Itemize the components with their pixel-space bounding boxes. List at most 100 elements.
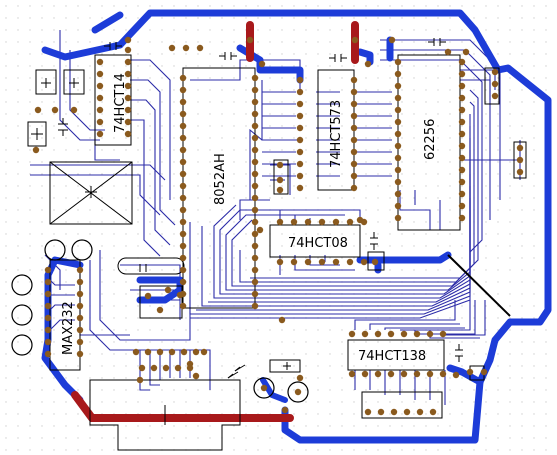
pad: [251, 302, 259, 310]
crystal-outline: [117, 257, 185, 275]
pad: [356, 216, 364, 224]
pad: [394, 166, 402, 174]
pad: [350, 136, 358, 144]
pad: [44, 314, 52, 322]
pad: [294, 388, 302, 396]
pad: [394, 190, 402, 198]
pad: [251, 278, 259, 286]
pad: [180, 348, 188, 356]
pad: [251, 74, 259, 82]
pad: [444, 48, 452, 56]
label-8052ah: 8052AH: [213, 153, 228, 205]
pad: [458, 214, 466, 222]
pad: [179, 302, 187, 310]
pad: [76, 326, 84, 334]
pad: [44, 266, 52, 274]
pad: [276, 186, 284, 194]
pad: [251, 98, 259, 106]
pad: [192, 372, 200, 380]
pad: [192, 348, 200, 356]
pad: [76, 314, 84, 322]
pad: [251, 254, 259, 262]
pad: [281, 406, 289, 414]
component-pads: [32, 36, 524, 416]
pad: [251, 242, 259, 250]
pad: [251, 230, 259, 238]
pad: [96, 58, 104, 66]
pad: [387, 370, 395, 378]
pad: [168, 44, 176, 52]
pad: [364, 60, 372, 68]
pad: [491, 68, 499, 76]
pad: [458, 154, 466, 162]
jumper-wire: [447, 254, 511, 317]
pad: [458, 166, 466, 174]
pad: [458, 142, 466, 150]
pad: [480, 368, 488, 376]
pad: [258, 60, 266, 68]
pad: [76, 266, 84, 274]
capacitor-c1: [35, 69, 57, 95]
electrolytic-cap-4: [11, 304, 33, 326]
pad: [458, 94, 466, 102]
pad: [458, 202, 466, 210]
pad: [296, 100, 304, 108]
pad: [124, 46, 132, 54]
pad: [350, 124, 358, 132]
pad: [403, 408, 411, 416]
chip-74hct08-outline: [269, 224, 361, 258]
pad: [179, 230, 187, 238]
pad: [304, 258, 312, 266]
pad: [348, 330, 356, 338]
pad: [256, 226, 264, 234]
pad: [179, 242, 187, 250]
pad: [251, 206, 259, 214]
pad: [429, 408, 437, 416]
pad: [251, 110, 259, 118]
pad: [332, 218, 340, 226]
capacitor-c3: [27, 121, 47, 147]
pad: [251, 290, 259, 298]
pad: [124, 36, 132, 44]
pad: [350, 172, 358, 180]
pad: [182, 44, 190, 52]
electrolytic-cap-5: [11, 334, 33, 356]
pad: [296, 112, 304, 120]
pad: [251, 146, 259, 154]
pad: [458, 190, 466, 198]
pad: [350, 184, 358, 192]
pad: [156, 306, 164, 314]
pad: [346, 258, 354, 266]
pad: [124, 70, 132, 78]
pad: [174, 364, 182, 372]
pad: [32, 146, 40, 154]
label-74hct138: 74HCT138: [358, 349, 426, 364]
pad: [394, 142, 402, 150]
pad: [179, 182, 187, 190]
pad: [364, 408, 372, 416]
pad: [296, 76, 304, 84]
pad: [439, 330, 447, 338]
electrolytic-cap-2: [71, 239, 93, 261]
pad: [350, 76, 358, 84]
pad: [374, 370, 382, 378]
pad: [179, 134, 187, 142]
pad: [388, 36, 396, 44]
pad: [164, 286, 172, 294]
pad: [394, 214, 402, 222]
pad: [276, 161, 284, 169]
pad: [251, 158, 259, 166]
pad: [361, 370, 369, 378]
pad: [296, 160, 304, 168]
pad: [296, 136, 304, 144]
capacitor-c4: [269, 359, 301, 373]
pad: [276, 218, 284, 226]
capacitor-c2: [63, 69, 85, 95]
pad: [439, 370, 447, 378]
chip-74hct138-outline: [347, 339, 445, 371]
db9-connector-outline: [89, 379, 241, 451]
pad: [136, 376, 144, 384]
label-74hct08: 74HCT08: [288, 236, 348, 251]
pad: [426, 330, 434, 338]
pad: [413, 370, 421, 378]
